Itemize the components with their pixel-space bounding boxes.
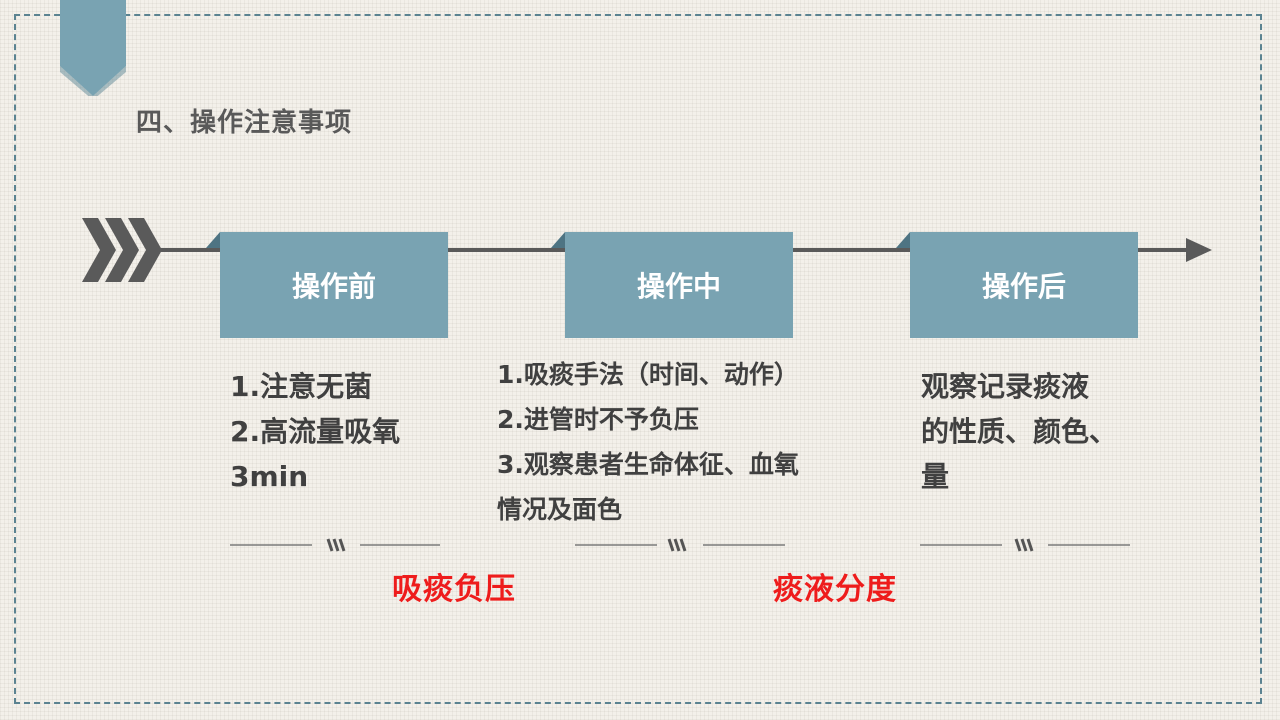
note-item: 3.观察患者生命体征、血氧 (497, 450, 799, 479)
triple-chevron-icon (82, 218, 162, 282)
slash-marks-icon (1014, 538, 1034, 552)
divider-1 (230, 538, 440, 552)
stage-before-box: 操作前 (220, 232, 448, 338)
note-item: 2.高流量吸氧 (230, 415, 401, 448)
note-item: 1.吸痰手法（时间、动作） (497, 360, 799, 389)
stage-during-label: 操作中 (636, 270, 721, 303)
note-item: 3min (230, 460, 309, 493)
stage-after-box: 操作后 (910, 232, 1138, 338)
bookmark-ribbon-icon (60, 0, 126, 96)
divider-3 (920, 538, 1130, 552)
keyword-sputum-grade: 痰液分度 (773, 572, 897, 607)
note-item: 情况及面色 (497, 495, 623, 524)
note-item: 的性质、颜色、 (921, 415, 1118, 448)
stage-during-box: 操作中 (565, 232, 793, 338)
stage-after-label: 操作后 (981, 270, 1066, 303)
note-item: 观察记录痰液 (921, 370, 1090, 403)
stage-after-notes: 观察记录痰液 的性质、颜色、 量 (921, 364, 1117, 499)
note-item: 量 (921, 460, 950, 493)
arrow-right-icon (1186, 238, 1212, 262)
stage-before-label: 操作前 (291, 270, 376, 303)
note-item: 1.注意无菌 (230, 370, 373, 403)
slash-marks-icon (326, 538, 346, 552)
slide-border (14, 14, 1262, 704)
stage-during-notes: 1.吸痰手法（时间、动作） 2.进管时不予负压 3.观察患者生命体征、血氧 情况… (497, 352, 799, 532)
slide-title: 四、操作注意事项 (136, 108, 353, 138)
divider-2 (575, 538, 785, 552)
keyword-suction-pressure: 吸痰负压 (392, 572, 516, 607)
slash-marks-icon (667, 538, 687, 552)
stage-before-notes: 1.注意无菌 2.高流量吸氧 3min (230, 364, 400, 499)
note-item: 2.进管时不予负压 (497, 405, 699, 434)
